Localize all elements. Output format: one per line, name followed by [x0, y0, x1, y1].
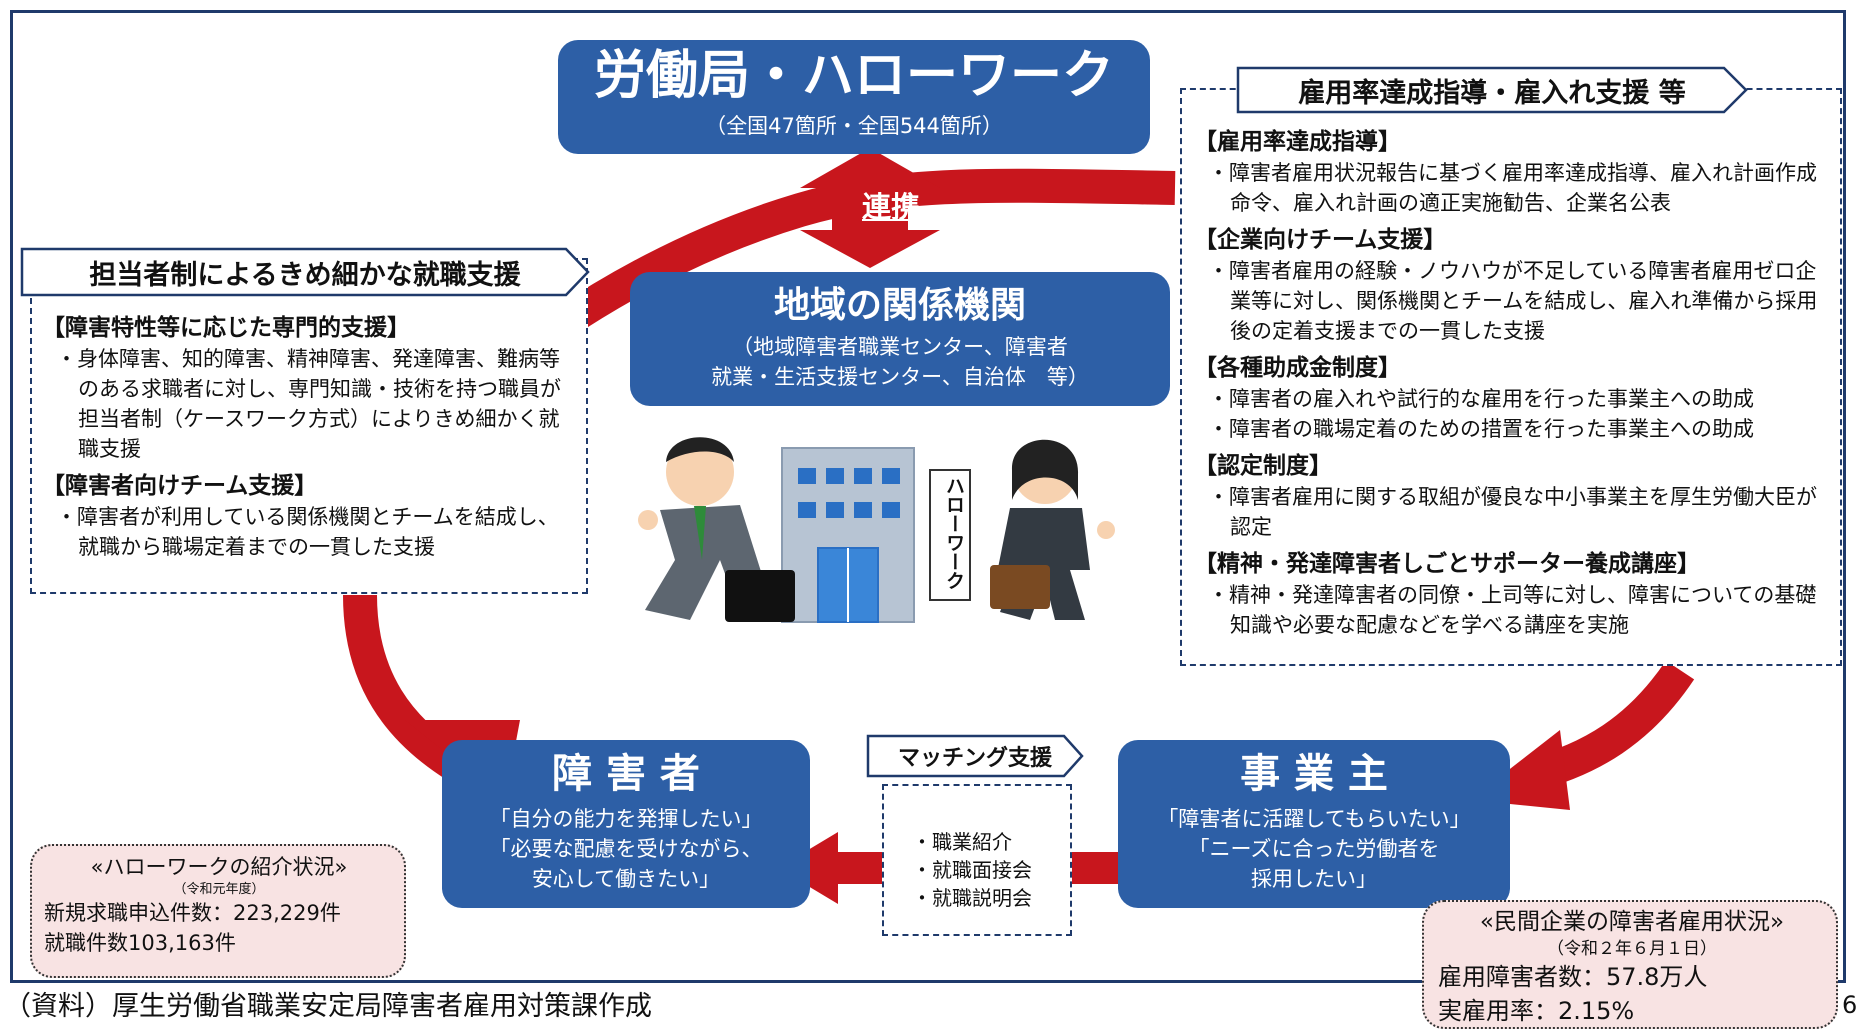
businesswoman-icon	[990, 439, 1115, 620]
hellowork-stats-box: «ハローワークの紹介状況» （令和元年度） 新規求職申込件数：223,229件 …	[30, 844, 406, 978]
right-tag-shape	[1236, 66, 1748, 114]
left-support-panel: 【障害特性等に応じた専門的支援】 ・身体障害、知的障害、精神障害、発達障害、難病…	[30, 258, 588, 594]
cooperation-arc	[550, 168, 1176, 340]
businessman-icon	[638, 437, 795, 622]
employers-box: 事 業 主 「障害者に活躍してもらいたい」 「ニーズに合った労働者を 採用したい…	[1118, 740, 1510, 908]
left-panel-tag: 担当者制によるきめ細かな就職支援	[20, 247, 590, 297]
employers-line-2: 「ニーズに合った労働者を	[1188, 837, 1440, 861]
employers-line-3: 採用したい」	[1251, 867, 1377, 891]
persons-line-3: 安心して働きたい」	[531, 867, 721, 891]
right-section-1-heading: 【雇用率達成指導】	[1194, 129, 1401, 155]
hellowork-stats-title: «ハローワークの紹介状況»	[90, 855, 348, 879]
building-icon	[781, 447, 971, 623]
left-section-2-heading: 【障害者向けチーム支援】	[42, 473, 318, 499]
employers-line-1: 「障害者に活躍してもらいたい」	[1157, 807, 1471, 831]
right-panel-tag-label: 雇用率達成指導・雇入れ支援 等	[1298, 77, 1686, 109]
right-section-3-heading: 【各種助成金制度】	[1194, 355, 1401, 381]
regional-agencies-box: 地域の関係機関 （地域障害者職業センター、障害者 就業・生活支援センター、自治体…	[630, 272, 1170, 406]
left-section-1-item: ・身体障害、知的障害、精神障害、発達障害、難病等のある求職者に対し、専門知識・技…	[56, 347, 561, 461]
page-number: 6	[1842, 991, 1858, 1019]
labor-bureau-title: 労働局・ハローワーク	[593, 46, 1114, 106]
matching-item-3: ・就職説明会	[912, 886, 1032, 910]
private-stats-date: （令和２年６月１日）	[1547, 939, 1717, 959]
right-support-panel: 【雇用率達成指導】 ・障害者雇用状況報告に基づく雇用率達成指導、雇入れ計画作成命…	[1180, 88, 1842, 666]
private-stats-rate: 実雇用率：2.15%	[1438, 997, 1635, 1025]
slide-frame	[10, 10, 1846, 983]
building-sign-text: ハローワーク	[943, 476, 965, 590]
right-section-3-item-2: ・障害者の職場定着のための措置を行った事業主への助成	[1208, 417, 1754, 441]
matching-item-1: ・職業紹介	[912, 830, 1012, 854]
cooperation-label: 連携	[861, 190, 920, 224]
regional-agencies-line1: （地域障害者職業センター、障害者	[732, 335, 1068, 359]
hellowork-stats-applications: 新規求職申込件数：223,229件	[44, 901, 341, 925]
right-section-1-item: ・障害者雇用状況報告に基づく雇用率達成指導、雇入れ計画作成命令、雇入れ計画の適正…	[1208, 161, 1817, 215]
private-stats-title: «民間企業の障害者雇用状況»	[1479, 909, 1785, 935]
arrow-to-person-shaft	[343, 594, 465, 780]
matching-tag: マッチング支援	[866, 734, 1084, 778]
private-stats-employed: 雇用障害者数：57.8万人	[1438, 963, 1708, 991]
hellowork-stats-placements: 就職件数103,163件	[44, 931, 236, 955]
matching-box: ・職業紹介 ・就職面接会 ・就職説明会	[882, 784, 1072, 936]
source-note: （資料）厚生労働省職業安定局障害者雇用対策課作成	[4, 991, 652, 1022]
right-section-5-item: ・精神・発達障害者の同僚・上司等に対し、障害についての基礎知識や必要な配慮などを…	[1208, 583, 1817, 637]
persons-line-2: 「必要な配慮を受けながら、	[489, 837, 763, 861]
matching-tag-label: マッチング支援	[897, 746, 1052, 771]
labor-bureau-box: 労働局・ハローワーク （全国47箇所・全国544箇所）	[558, 40, 1150, 154]
cooperation-double-arrow	[800, 148, 940, 268]
left-tag-shape	[20, 247, 590, 297]
private-employment-stats-box: «民間企業の障害者雇用状況» （令和２年６月１日） 雇用障害者数：57.8万人 …	[1422, 900, 1838, 1029]
persons-line-1: 「自分の能力を発揮したい」	[489, 807, 763, 831]
persons-with-disabilities-box: 障 害 者 「自分の能力を発揮したい」 「必要な配慮を受けながら、 安心して働き…	[442, 740, 810, 908]
regional-agencies-title: 地域の関係機関	[773, 285, 1026, 326]
persons-title: 障 害 者	[552, 751, 700, 797]
left-section-1-heading: 【障害特性等に応じた専門的支援】	[42, 315, 410, 341]
right-section-4-heading: 【認定制度】	[1194, 453, 1332, 479]
right-section-4-item: ・障害者雇用に関する取組が優良な中小事業主を厚生労働大臣が認定	[1208, 485, 1817, 539]
matching-arrow-left-shaft	[830, 852, 890, 884]
employers-title: 事 業 主	[1240, 751, 1388, 797]
matching-tag-shape	[866, 734, 1084, 778]
right-panel-tag: 雇用率達成指導・雇入れ支援 等	[1236, 66, 1748, 114]
right-section-3-item-1: ・障害者の雇入れや試行的な雇用を行った事業主への助成	[1208, 387, 1754, 411]
labor-bureau-subtitle: （全国47箇所・全国544箇所）	[705, 114, 1003, 138]
regional-agencies-line2: 就業・生活支援センター、自治体 等）	[711, 365, 1089, 389]
matching-item-2: ・就職面接会	[912, 858, 1032, 882]
left-section-2-item: ・障害者が利用している関係機関とチームを結成し、就職から職場定着までの一貫した支…	[56, 505, 559, 559]
right-section-2-heading: 【企業向けチーム支援】	[1194, 227, 1447, 253]
right-section-2-item: ・障害者雇用の経験・ノウハウが不足している障害者雇用ゼロ企業等に対し、関係機関と…	[1208, 259, 1818, 343]
left-panel-tag-label: 担当者制によるきめ細かな就職支援	[89, 259, 521, 291]
right-section-5-heading: 【精神・発達障害者しごとサポーター養成講座】	[1194, 551, 1700, 577]
hellowork-stats-year: （令和元年度）	[173, 882, 265, 897]
